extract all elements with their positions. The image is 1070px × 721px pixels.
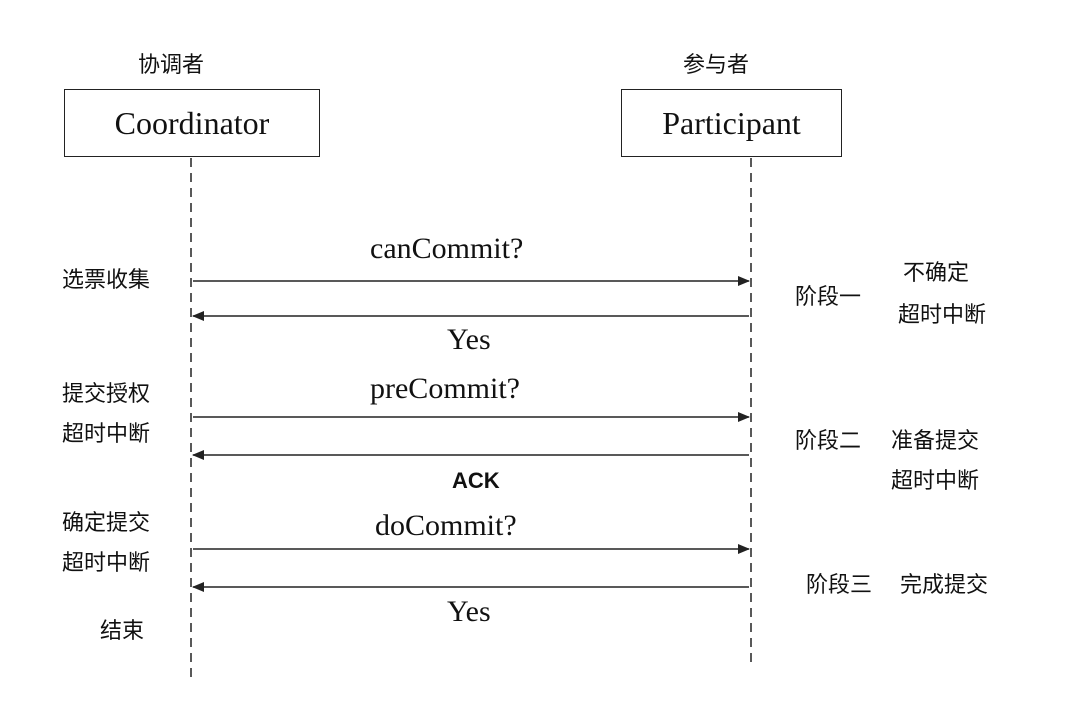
phase-desc: 不确定 <box>903 261 970 286</box>
phase-desc: 完成提交 <box>900 573 989 598</box>
coordinator-note: 提交授权 <box>62 382 151 407</box>
phase-name: 阶段一 <box>795 285 862 310</box>
coordinator-note: 选票收集 <box>62 268 151 293</box>
coordinator-note: 确定提交 <box>62 511 151 536</box>
phase-desc: 超时中断 <box>898 303 987 328</box>
phase-name: 阶段二 <box>795 429 862 454</box>
coordinator-cn-label: 协调者 <box>138 53 205 78</box>
phase-desc: 准备提交 <box>891 429 980 454</box>
coordinator-note: 超时中断 <box>62 422 151 447</box>
participant-cn-label: 参与者 <box>683 53 750 78</box>
coordinator-box: Coordinator <box>64 89 320 157</box>
phase-desc: 超时中断 <box>891 469 980 494</box>
message-label: Yes <box>447 595 491 628</box>
coordinator-note: 超时中断 <box>62 551 151 576</box>
coordinator-name: Coordinator <box>114 104 270 141</box>
phase-name: 阶段三 <box>806 573 873 598</box>
participant-box: Participant <box>621 89 842 157</box>
message-label: canCommit? <box>370 232 524 265</box>
message-label: doCommit? <box>375 509 517 542</box>
message-label: ACK <box>452 468 500 493</box>
participant-name: Participant <box>662 104 801 141</box>
message-label: preCommit? <box>370 372 520 405</box>
coordinator-note: 结束 <box>100 619 145 644</box>
message-label: Yes <box>447 323 491 356</box>
